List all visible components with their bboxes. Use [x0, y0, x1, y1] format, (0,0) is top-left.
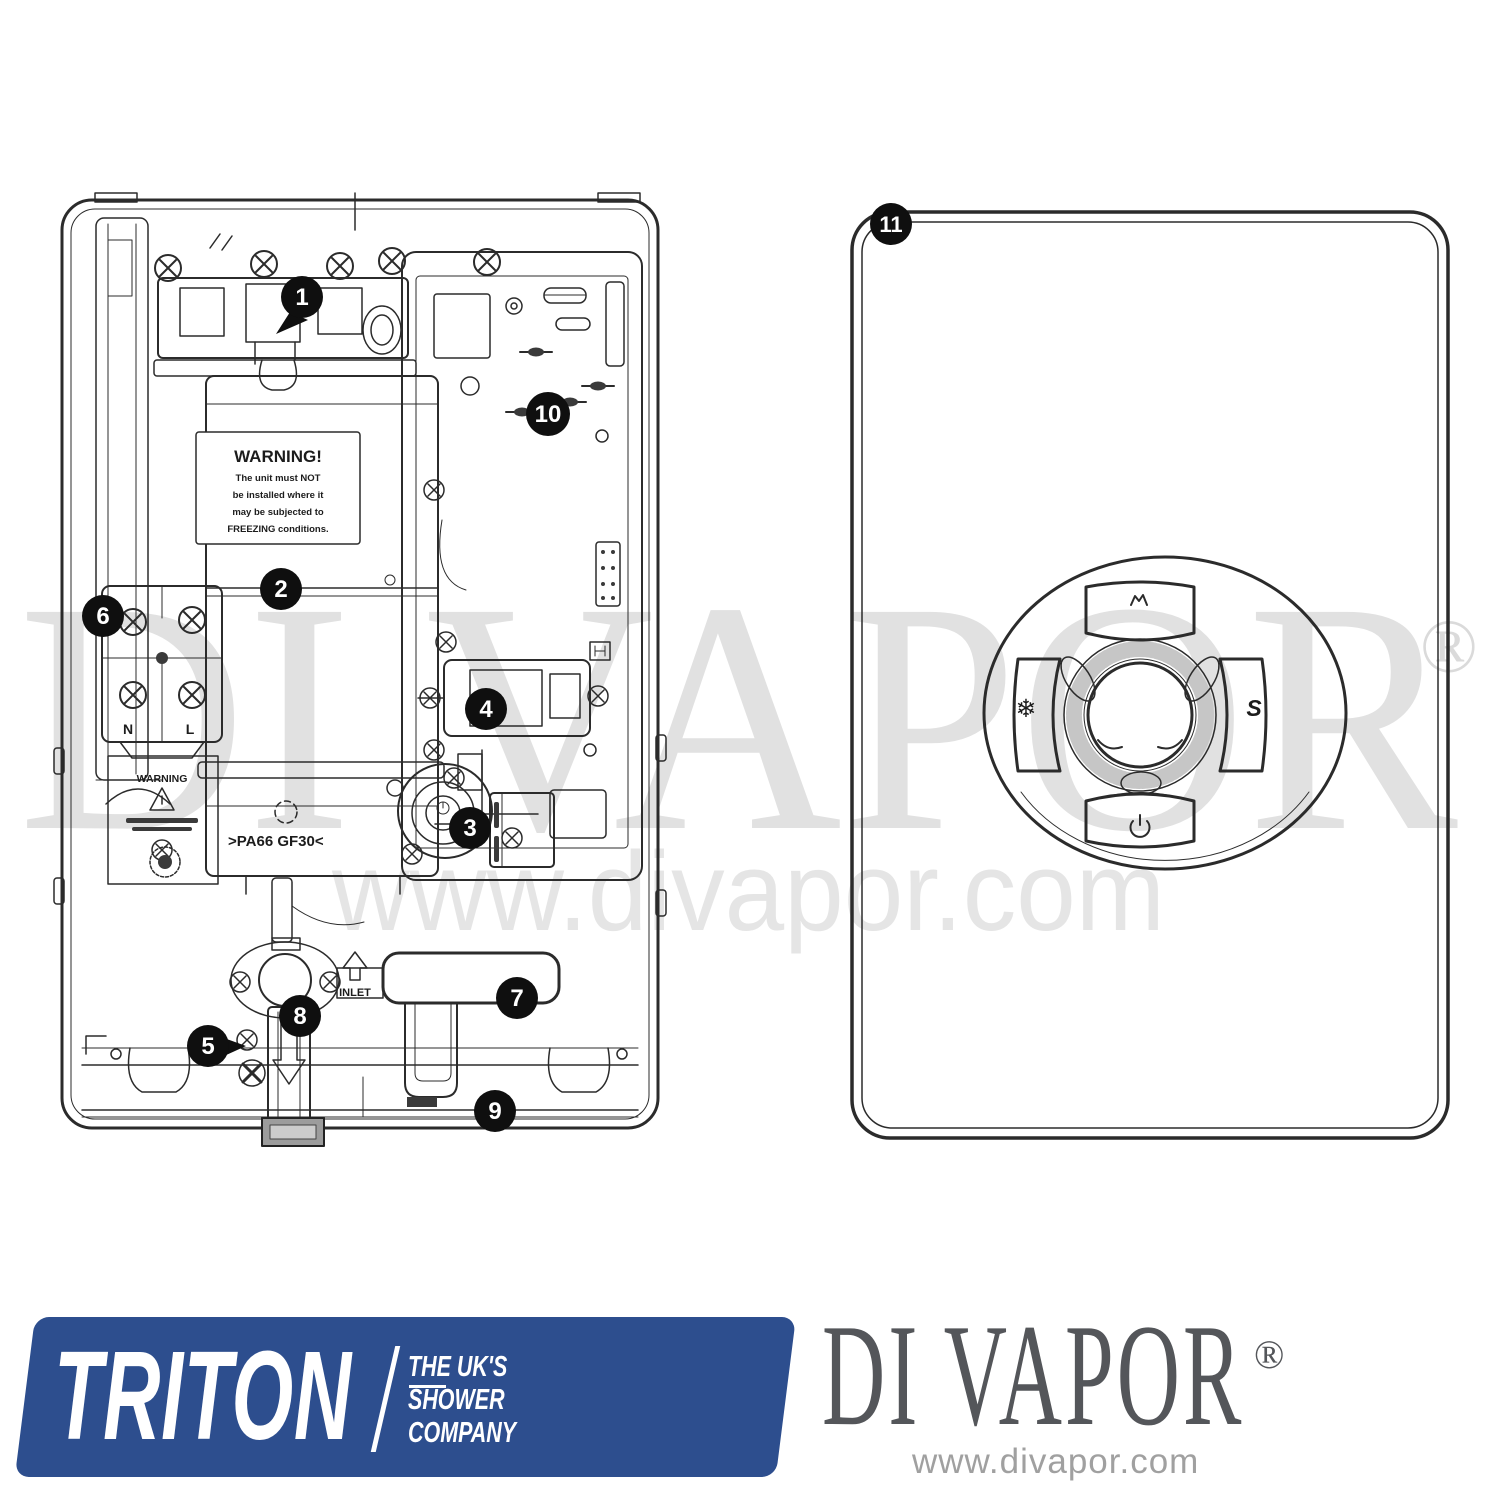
warning-label-line: may be subjected to	[232, 507, 324, 518]
power-button	[1084, 792, 1196, 849]
svg-text:10: 10	[535, 401, 562, 428]
flow-valve-assembly	[417, 659, 609, 737]
callout-2: 2	[260, 568, 302, 610]
svg-text:9: 9	[488, 1098, 501, 1125]
material-marking: >PA66 GF30<	[228, 800, 324, 850]
heat-button: S	[1218, 657, 1268, 773]
svg-text:1: 1	[295, 284, 308, 311]
warning-triangle-icon	[149, 787, 175, 811]
tagline-line-1: THE UK'S	[408, 1351, 508, 1383]
connecting-pipe	[149, 846, 365, 943]
control-dial: ❄ S	[982, 555, 1348, 871]
warning-label-line: be installed where it	[233, 490, 325, 501]
pressure-valve	[336, 951, 561, 1107]
svg-text:5: 5	[201, 1033, 214, 1060]
inlet-label: INLET	[339, 987, 371, 999]
divapor-registered-icon: ®	[1254, 1332, 1285, 1377]
tagline-line-3: COMPANY	[408, 1417, 517, 1449]
terminal-neutral-label: N	[123, 721, 133, 737]
terminal-live-label: L	[186, 721, 195, 737]
callout-7: 7	[496, 977, 538, 1019]
callout-9: 9	[474, 1090, 516, 1132]
triton-tagline: THE UK'S SHOWER COMPANY	[408, 1351, 516, 1450]
svg-text:4: 4	[479, 696, 493, 723]
tagline-underline	[409, 1385, 446, 1388]
svg-text:2: 2	[274, 576, 287, 603]
shower-internals-diagram: WARNING! The unit must NOT be installed …	[53, 192, 667, 1147]
right-foot	[547, 1047, 611, 1093]
warning-label-line: The unit must NOT	[236, 473, 321, 484]
left-foot	[127, 1047, 191, 1093]
callout-4: 4	[465, 688, 507, 730]
terminal-block: N L WARNING	[101, 585, 223, 885]
callout-8: 8	[279, 995, 321, 1037]
callout-5: 5	[187, 1025, 246, 1067]
svg-text:3: 3	[463, 815, 476, 842]
warning-label-line: FREEZING conditions.	[227, 524, 328, 535]
power-icon	[1129, 814, 1151, 838]
heat-icon: S	[1246, 695, 1262, 721]
tagline-line-2: SHOWER	[408, 1384, 505, 1416]
divapor-wordmark: DI VAPOR	[822, 1294, 1245, 1456]
recycle-icon	[274, 800, 298, 824]
callout-6: 6	[82, 595, 124, 637]
callout-11: 11	[870, 203, 912, 245]
inlet-flow-arrow	[342, 951, 368, 981]
warning-label: WARNING! The unit must NOT be installed …	[195, 431, 361, 545]
dial-knob	[1086, 661, 1194, 769]
bottom-outlet-fitting	[261, 1117, 325, 1147]
cover-panel	[850, 210, 1450, 1140]
svg-text:7: 7	[510, 985, 523, 1012]
divapor-url: www.divapor.com	[912, 1442, 1200, 1481]
triton-wordmark: TRITON	[54, 1325, 352, 1466]
callout-10: 10	[526, 392, 570, 436]
spray-button	[1084, 580, 1196, 642]
front-cover-diagram: ❄ S 11	[850, 203, 1450, 1140]
spray-icon	[1130, 594, 1148, 606]
base-rails	[81, 1035, 639, 1118]
svg-text:11: 11	[879, 212, 902, 237]
cold-button: ❄	[1012, 657, 1062, 773]
callout-3: 3	[449, 807, 491, 849]
inlet-marking: INLET	[339, 951, 371, 999]
callout-1: 1	[276, 276, 323, 334]
top-outlet-assembly	[153, 233, 417, 391]
cold-icon: ❄	[1016, 695, 1037, 723]
material-text: >PA66 GF30<	[228, 833, 324, 850]
warning-label-title: WARNING!	[234, 447, 322, 466]
svg-text:8: 8	[293, 1003, 306, 1030]
heater-tank	[197, 375, 445, 895]
terminal-warning-text: WARNING	[137, 773, 188, 785]
adjuster-knob	[149, 846, 181, 878]
unit-shell	[53, 192, 667, 1130]
svg-text:6: 6	[96, 603, 109, 630]
